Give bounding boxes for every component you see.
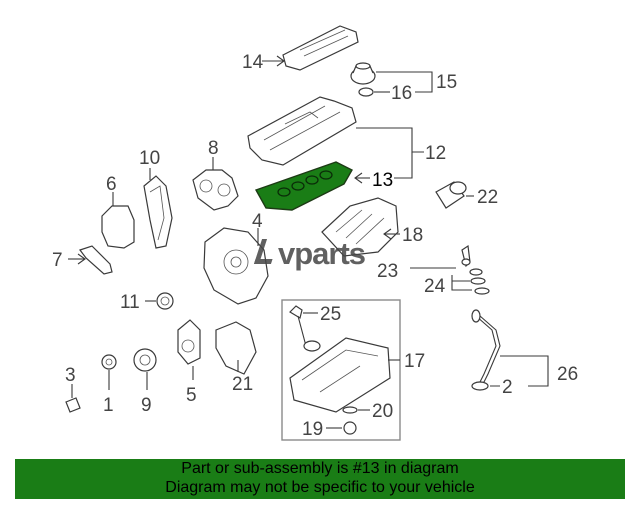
callout-24[interactable]: 24 [424,276,446,297]
info-banner: Part or sub-assembly is #13 in diagram D… [15,459,625,499]
group-box-17 [281,299,401,441]
callout-11[interactable]: 11 [120,292,140,313]
leader-12b [394,152,413,179]
banner-line-2: Diagram may not be specific to your vehi… [165,479,475,496]
part-3-washer[interactable] [101,354,117,370]
callout-3[interactable]: 1 [103,395,114,416]
part-24-seal[interactable] [470,277,490,295]
part-8-timing-cover[interactable] [192,169,239,211]
callout-12[interactable]: 12 [425,143,446,164]
callout-1[interactable]: 9 [141,395,152,416]
callout-17[interactable]: 17 [404,351,425,372]
part-10-timing-belt[interactable] [143,175,173,249]
callout-19[interactable]: 19 [302,419,323,440]
watermark-text: vparts [278,236,366,271]
parts-diagram: 14 16 15 12 13 22 [52,25,578,441]
callout-14[interactable]: 14 [242,52,264,73]
callout-21[interactable]: 25 [320,304,341,325]
part-21-oil-pickup[interactable] [289,305,321,352]
part-1-pulley[interactable] [133,348,157,372]
callout-10[interactable]: 10 [139,148,160,169]
part-18-intake-manifold[interactable] [321,197,399,257]
leader-25 [490,355,549,387]
banner-line-1: Part or sub-assembly is #13 in diagram [181,460,459,477]
arrow-13 [354,172,363,184]
part-9-tensioner[interactable] [177,319,201,365]
part-23-sensor[interactable] [461,244,483,276]
part-22-oil-filter[interactable] [435,181,467,209]
callout-6[interactable]: 6 [106,174,117,195]
part-4-front-cover[interactable] [203,227,269,305]
callout-20[interactable]: 20 [372,401,393,422]
callout-26[interactable]: 2 [502,377,513,398]
part-15-oil-filler-cap[interactable] [350,62,376,85]
callout-18[interactable]: 18 [402,225,423,246]
arrow-18 [383,228,392,240]
part-7-bracket[interactable] [79,245,113,275]
part-19-drain-plug[interactable] [343,421,357,435]
part-11-seal[interactable] [156,292,174,310]
callout-23[interactable]: 23 [377,261,398,282]
callout-13[interactable]: 13 [372,170,393,191]
callout-9[interactable]: 5 [186,385,197,406]
vparts-logo-icon [253,239,280,264]
leader-23 [410,267,472,291]
callout-5[interactable]: 21 [232,374,253,395]
part-17-oil-pan[interactable] [289,337,391,413]
leader-15 [376,71,433,93]
callout-7[interactable]: 7 [52,250,63,271]
part-12-valve-cover[interactable] [247,96,357,166]
callout-15[interactable]: 15 [436,72,457,93]
part-25-dipstick-tube[interactable] [471,309,501,387]
callout-25[interactable]: 26 [557,364,578,385]
callout-8[interactable]: 8 [208,138,219,159]
vparts-watermark: vparts [253,236,366,272]
leader-12 [356,127,424,153]
part-26-dipstick-seal[interactable] [471,381,489,391]
callout-2[interactable]: 3 [65,365,76,386]
callout-22[interactable]: 22 [477,187,498,208]
callout-16[interactable]: 16 [391,83,412,104]
part-2-bolt[interactable] [65,384,81,413]
part-16-filler-seal[interactable] [358,87,374,97]
arrow-7 [77,253,86,265]
part-5-rear-cover[interactable] [215,321,257,375]
part-13-valve-cover-gasket[interactable] [254,161,353,211]
callout-4[interactable]: 4 [252,211,263,232]
part-14-engine-cover[interactable] [282,25,359,71]
arrow-14 [276,55,285,67]
part-20-seal[interactable] [342,406,358,414]
part-6-belt-cover[interactable] [101,205,135,249]
